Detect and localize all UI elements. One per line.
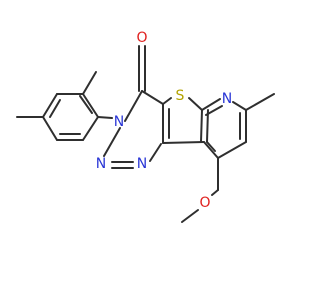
- chemical-structure-diagram: O S N N N N O: [16, 30, 275, 223]
- bond-aryl-6: [82, 116, 99, 141]
- atom-label-o-carbonyl: O: [136, 30, 147, 46]
- bond-n-py-c7: [232, 101, 247, 111]
- bond-aryl-3: [42, 93, 58, 118]
- bond-cb-c9b: [162, 141, 205, 144]
- bond-ca-n-py-b: [205, 105, 223, 116]
- atom-label-n1: N: [137, 156, 147, 172]
- bond-c4a-s: [162, 97, 172, 105]
- bond-n3-aryl: [97, 116, 113, 119]
- bond-aryl-ortho-methyl: [82, 71, 97, 95]
- bond-o-methyl: [181, 209, 199, 223]
- bond-c4-n3: [124, 90, 143, 122]
- bond-ca-cb-a: [200, 109, 203, 143]
- bond-c9-cb-a: [203, 141, 219, 159]
- atom-label-s: S: [176, 88, 185, 104]
- bond-aryl-3-inner: [49, 99, 61, 118]
- atom-label-n2: N: [96, 156, 106, 172]
- atom-label-o-ether: O: [199, 195, 210, 211]
- bond-s-ca: [188, 97, 203, 111]
- bond-aryl-4: [42, 116, 58, 141]
- bond-c7-methyl: [245, 93, 275, 111]
- atom-label-layer: O S N N N N O: [96, 30, 232, 211]
- bond-ca-cb-b: [206, 109, 209, 143]
- bond-n3-n2: [103, 127, 121, 157]
- bond-c8-c9: [217, 141, 247, 159]
- bond-aryl-1: [82, 93, 99, 118]
- atom-label-n-pyridine: N: [222, 91, 232, 107]
- bond-c9-cb-b: [206, 141, 216, 152]
- bond-c4a-c4: [141, 90, 164, 105]
- bond-ch2-o: [211, 189, 219, 196]
- bond-aryl-1-inner: [79, 95, 93, 114]
- bond-n1-c9b: [149, 143, 162, 162]
- atom-label-n3: N: [114, 114, 124, 130]
- bond-layer: [16, 45, 275, 223]
- bond-ca-n-py-a: [201, 98, 221, 111]
